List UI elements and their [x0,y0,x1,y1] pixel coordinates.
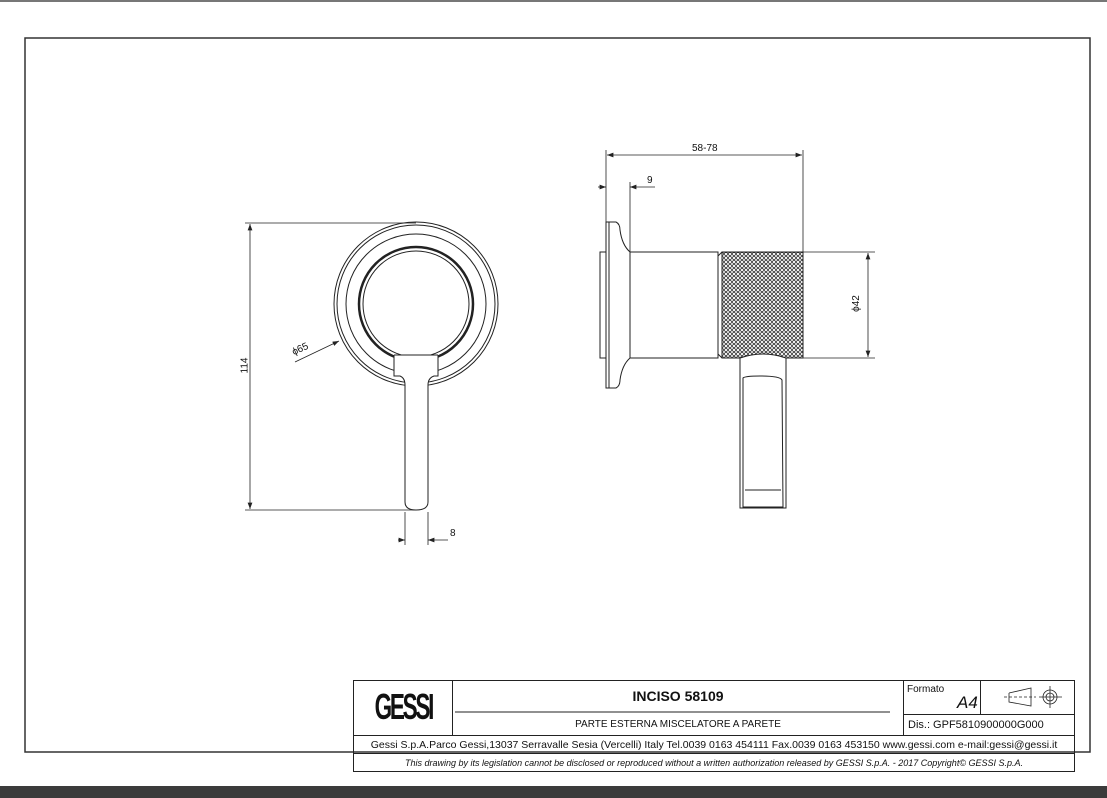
dimension-lever-width: 8 [450,528,456,539]
dimension-height: 114 [239,357,251,374]
viewer-bottom-bar [0,786,1107,798]
format-label: Formato [907,684,945,695]
product-description: PARTE ESTERNA MISCELATORE A PARETE [575,719,781,730]
drawing-number: Dis.: GPF5810900000G000 [903,714,1075,736]
dimension-flange: 9 [647,175,653,186]
side-view [599,221,804,509]
dimension-projection: 58-78 [692,143,718,154]
dimension-knob-diameter: ϕ42 [850,295,862,312]
gessi-logo: GESSI [353,680,453,736]
format-value: A4 [957,693,978,712]
projection-symbol [1004,686,1062,708]
drawing-frame [24,37,1091,753]
front-view-dimensions [245,222,448,545]
viewer-top-edge [0,0,1107,2]
side-view-dimensions [598,150,875,359]
projection-cell [980,680,1075,715]
copyright-notice: This drawing by its legislation cannot b… [353,753,1075,772]
company-info: Gessi S.p.A.Parco Gessi,13037 Serravalle… [353,735,1075,754]
front-view [333,221,499,511]
format-cell: Formato A4 [903,680,981,715]
product-name: INCISO 58109 [632,688,724,704]
